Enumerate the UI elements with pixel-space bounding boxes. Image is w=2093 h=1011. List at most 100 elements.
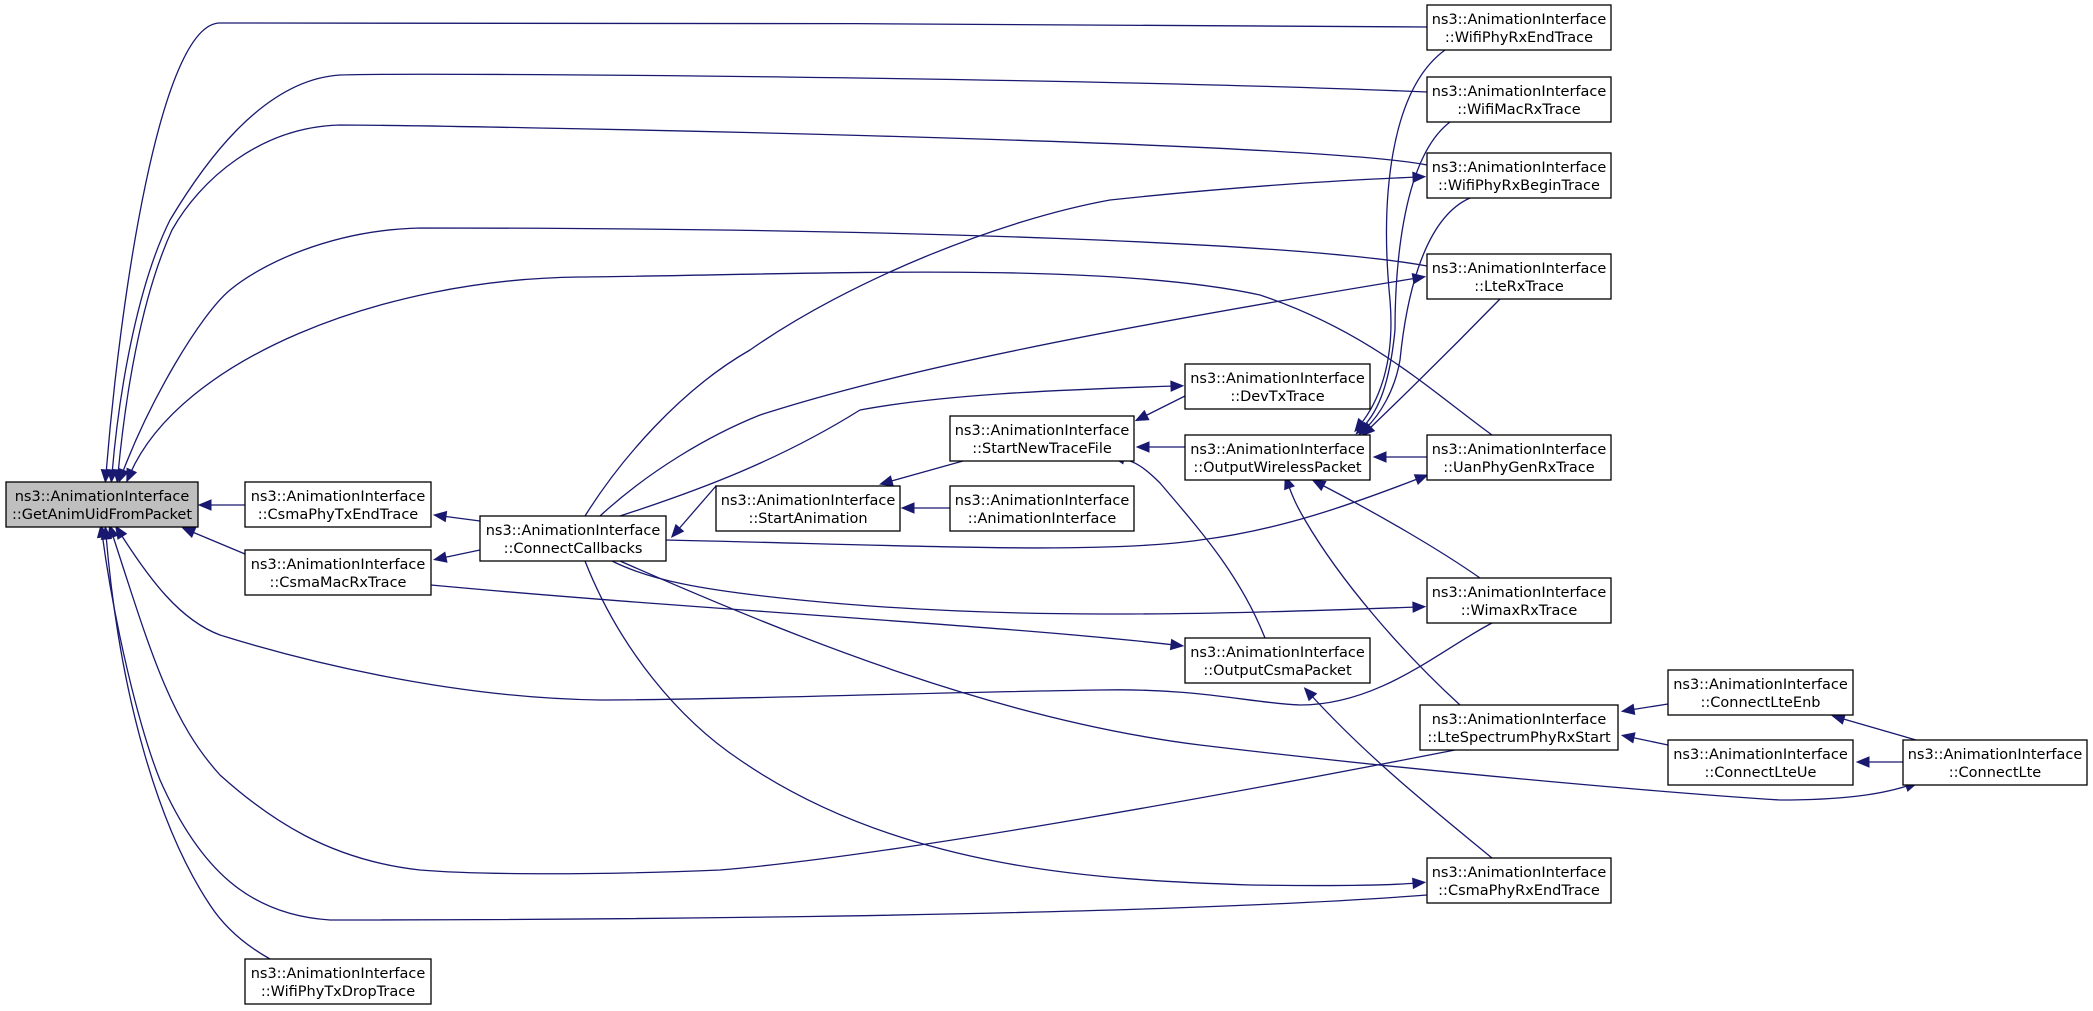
arrowhead — [1412, 601, 1427, 613]
node-wifimacrx[interactable]: ns3::AnimationInterface::WifiMacRxTrace — [1426, 76, 1612, 123]
node-uanphygenrx[interactable]: ns3::AnimationInterface::UanPhyGenRxTrac… — [1426, 434, 1612, 481]
edge-line — [105, 534, 271, 960]
node-startanimation[interactable]: ns3::AnimationInterface::StartAnimation — [715, 485, 901, 532]
edge-startanimation-to-connectcallbacks — [670, 485, 717, 539]
node-box — [715, 485, 901, 532]
edge-line — [111, 532, 1456, 875]
node-box — [1426, 4, 1612, 51]
edge-line — [887, 460, 964, 483]
node-label-line1: ns3::AnimationInterface — [1432, 84, 1607, 100]
edge-connectcallbacks-to-uanphygenrx — [665, 474, 1429, 549]
edge-uanphygenrx-to-getanimuid — [126, 271, 1493, 483]
arrowhead — [1413, 474, 1429, 485]
edge-line — [676, 485, 717, 532]
node-label-line2: ::CsmaPhyRxEndTrace — [1438, 883, 1600, 899]
node-box — [949, 485, 1135, 532]
edge-line — [1319, 483, 1481, 579]
node-outputcsma[interactable]: ns3::AnimationInterface::OutputCsmaPacke… — [1184, 637, 1371, 684]
node-label-line1: ns3::AnimationInterface — [1432, 261, 1607, 277]
edge-line — [430, 584, 1176, 646]
edge-connectcallbacks-to-csmaphytxend — [432, 510, 481, 523]
nodes-layer: ns3::AnimationInterface::GetAnimUidFromP… — [5, 4, 2088, 1005]
node-label-line2: ::ConnectLteEnb — [1701, 695, 1821, 711]
arrowhead — [1169, 638, 1185, 651]
edge-csmaphyrxend-to-outputcsma — [1303, 687, 1493, 859]
node-animationinterface[interactable]: ns3::AnimationInterface::AnimationInterf… — [949, 485, 1135, 532]
node-wimaxrx[interactable]: ns3::AnimationInterface::WimaxRxTrace — [1426, 577, 1612, 624]
node-lterx[interactable]: ns3::AnimationInterface::LteRxTrace — [1426, 253, 1612, 300]
arrowhead — [1361, 422, 1376, 437]
edge-connectlte-to-connectlteenb — [1831, 713, 1917, 741]
node-label-line1: ns3::AnimationInterface — [15, 489, 190, 505]
edge-line — [121, 227, 1428, 475]
edge-wifimacrx-to-getanimuid — [106, 73, 1428, 484]
edge-startnewtracefile-to-startanimation — [879, 460, 964, 487]
edge-line — [599, 277, 1418, 517]
node-connectlteenb[interactable]: ns3::AnimationInterface::ConnectLteEnb — [1667, 669, 1854, 716]
arrowhead — [96, 523, 109, 539]
arrowhead — [107, 524, 119, 540]
arrowhead — [1620, 703, 1636, 715]
node-wifiphyrxbegin[interactable]: ns3::AnimationInterface::WifiPhyRxBeginT… — [1426, 152, 1612, 199]
node-box — [1426, 577, 1612, 624]
edge-connectlte-to-connectlteue — [1855, 756, 1903, 768]
edge-ltespectrum-to-getanimuid — [107, 524, 1456, 875]
edge-connectcallbacks-to-wimaxrx — [611, 560, 1427, 615]
edge-csmaphytxend-to-getanimuid — [197, 499, 245, 511]
node-csmamacrx[interactable]: ns3::AnimationInterface::CsmaMacRxTrace — [244, 549, 432, 596]
node-box — [1902, 739, 2088, 786]
node-wifiphytxdrop[interactable]: ns3::AnimationInterface::WifiPhyTxDropTr… — [244, 958, 432, 1005]
edges-layer — [96, 22, 1919, 960]
arrowhead — [1372, 451, 1387, 463]
edge-uanphygenrx-to-outputwireless — [1372, 451, 1427, 463]
node-csmaphytxend[interactable]: ns3::AnimationInterface::CsmaPhyTxEndTra… — [244, 481, 432, 528]
edge-line — [1119, 457, 1266, 639]
arrowhead — [670, 523, 685, 539]
arrowhead — [1134, 409, 1150, 422]
edge-line — [1364, 197, 1471, 430]
edge-line — [117, 124, 1428, 475]
node-csmaphyrxend[interactable]: ns3::AnimationInterface::CsmaPhyRxEndTra… — [1426, 857, 1612, 904]
node-box — [1184, 434, 1371, 481]
edge-connectcallbacks-to-devtx — [619, 380, 1185, 517]
node-connectlteue[interactable]: ns3::AnimationInterface::ConnectLteUe — [1667, 739, 1854, 786]
node-label-line2: ::CsmaPhyTxEndTrace — [258, 507, 419, 523]
node-label-line1: ns3::AnimationInterface — [251, 966, 426, 982]
edge-line — [1839, 717, 1917, 741]
node-label-line1: ns3::AnimationInterface — [1673, 677, 1848, 693]
edge-line — [1367, 298, 1501, 431]
node-label-line2: ::ConnectLteUe — [1705, 765, 1817, 781]
node-label-line2: ::WifiPhyRxEndTrace — [1445, 30, 1593, 46]
node-connectcallbacks[interactable]: ns3::AnimationInterface::ConnectCallback… — [479, 515, 667, 562]
node-wifiphyrxend[interactable]: ns3::AnimationInterface::WifiPhyRxEndTra… — [1426, 4, 1612, 51]
edge-line — [105, 22, 1428, 475]
arrowhead — [1170, 380, 1185, 392]
edge-lterx-to-getanimuid — [118, 227, 1428, 483]
node-connectlte[interactable]: ns3::AnimationInterface::ConnectLte — [1902, 739, 2088, 786]
edge-line — [1359, 49, 1446, 426]
node-label-line2: ::OutputCsmaPacket — [1203, 663, 1352, 679]
node-getanimuid[interactable]: ns3::AnimationInterface::GetAnimUidFromP… — [5, 481, 199, 528]
arrowhead — [114, 525, 128, 540]
edge-line — [1629, 703, 1669, 711]
edge-line — [1309, 693, 1493, 859]
node-box — [1426, 253, 1612, 300]
edge-line — [619, 385, 1176, 517]
node-devtx[interactable]: ns3::AnimationInterface::DevTxTrace — [1184, 363, 1371, 410]
node-startnewtracefile[interactable]: ns3::AnimationInterface::StartNewTraceFi… — [949, 415, 1135, 462]
edge-line — [584, 560, 1418, 887]
node-outputwireless[interactable]: ns3::AnimationInterface::OutputWirelessP… — [1184, 434, 1371, 481]
arrowhead — [118, 467, 129, 483]
arrowhead — [1620, 732, 1636, 744]
node-label-line1: ns3::AnimationInterface — [1190, 371, 1365, 387]
node-box — [244, 481, 432, 528]
node-ltespectrum[interactable]: ns3::AnimationInterface::LteSpectrumPhyR… — [1419, 704, 1619, 751]
edge-line — [611, 560, 1418, 615]
edge-line — [584, 176, 1418, 517]
node-box — [1426, 434, 1612, 481]
edge-connectcallbacks-to-csmaphyrxend — [584, 560, 1427, 890]
node-label-line2: ::WifiPhyRxBeginTrace — [1438, 178, 1600, 194]
node-label-line2: ::WifiMacRxTrace — [1457, 102, 1581, 118]
edge-outputwireless-to-startnewtracefile — [1135, 441, 1185, 453]
